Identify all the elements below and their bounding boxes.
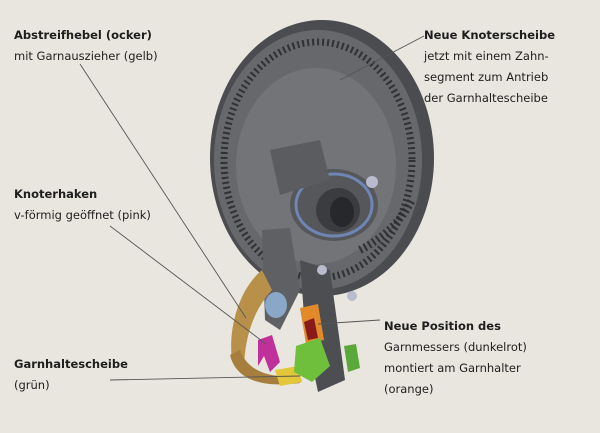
leader-garnhaltescheibe [109, 375, 301, 381]
garnhaltescheibe-gruen-right [344, 344, 360, 372]
label-garnmesser-title: Neue Position des [384, 319, 501, 333]
knoterhaken-pink [258, 335, 280, 372]
label-garnhaltescheibe-title: Garnhaltescheibe [14, 357, 128, 371]
leader-knoterhaken [109, 225, 267, 345]
label-knoterscheibe-desc-2: segment zum Antrieb [424, 70, 549, 84]
garnmesser-dunkelrot [304, 318, 318, 340]
label-garnhaltescheibe: Garnhaltescheibe (grün) [14, 354, 128, 396]
garnhaltescheibe-gruen [294, 338, 330, 382]
label-abstreifhebel-desc: mit Garnauszieher (gelb) [14, 49, 158, 63]
hub-ring-blue [294, 172, 374, 238]
label-garnhaltescheibe-desc: (grün) [14, 378, 50, 392]
label-abstreifhebel: Abstreifhebel (ocker) mit Garnauszieher … [14, 25, 158, 67]
bolt-top [366, 176, 378, 188]
label-garnmesser-desc-1: Garnmessers (dunkelrot) [384, 340, 527, 354]
leader-lines [79, 35, 425, 381]
label-knoterscheibe: Neue Knoterscheibe jetzt mit einem Zahn-… [424, 25, 555, 109]
label-knoterhaken-desc: v-förmig geöffnet (pink) [14, 208, 151, 222]
bolt-lower [317, 265, 327, 275]
label-knoterscheibe-title: Neue Knoterscheibe [424, 28, 556, 42]
hub-bore-inner [330, 197, 354, 227]
label-knoterscheibe-desc-1: jetzt mit einem Zahn- [424, 49, 549, 63]
label-garnmesser: Neue Position des Garnmessers (dunkelrot… [384, 316, 527, 400]
label-garnmesser-desc-2: montiert am Garnhalter [384, 361, 521, 375]
knoterhaken-feder [265, 292, 287, 318]
label-knoterscheibe-desc-3: der Garnhaltescheibe [424, 91, 548, 105]
label-knoterhaken: Knoterhaken v-förmig geöffnet (pink) [14, 184, 151, 226]
leader-knoterscheibe [339, 35, 425, 81]
label-knoterhaken-title: Knoterhaken [14, 187, 98, 201]
leader-abstreifhebel [79, 63, 247, 319]
abstreifhebel-ocker [231, 270, 272, 372]
shaft-tube [270, 140, 330, 195]
label-garnmesser-desc-3: (orange) [384, 382, 434, 396]
abstreifhebel-ocker-lower [230, 350, 300, 385]
bolt-right [347, 291, 357, 301]
leader-garnmesser [317, 319, 381, 325]
zahnsegment-lower [358, 198, 416, 254]
label-abstreifhebel-title: Abstreifhebel (ocker) [14, 28, 152, 42]
